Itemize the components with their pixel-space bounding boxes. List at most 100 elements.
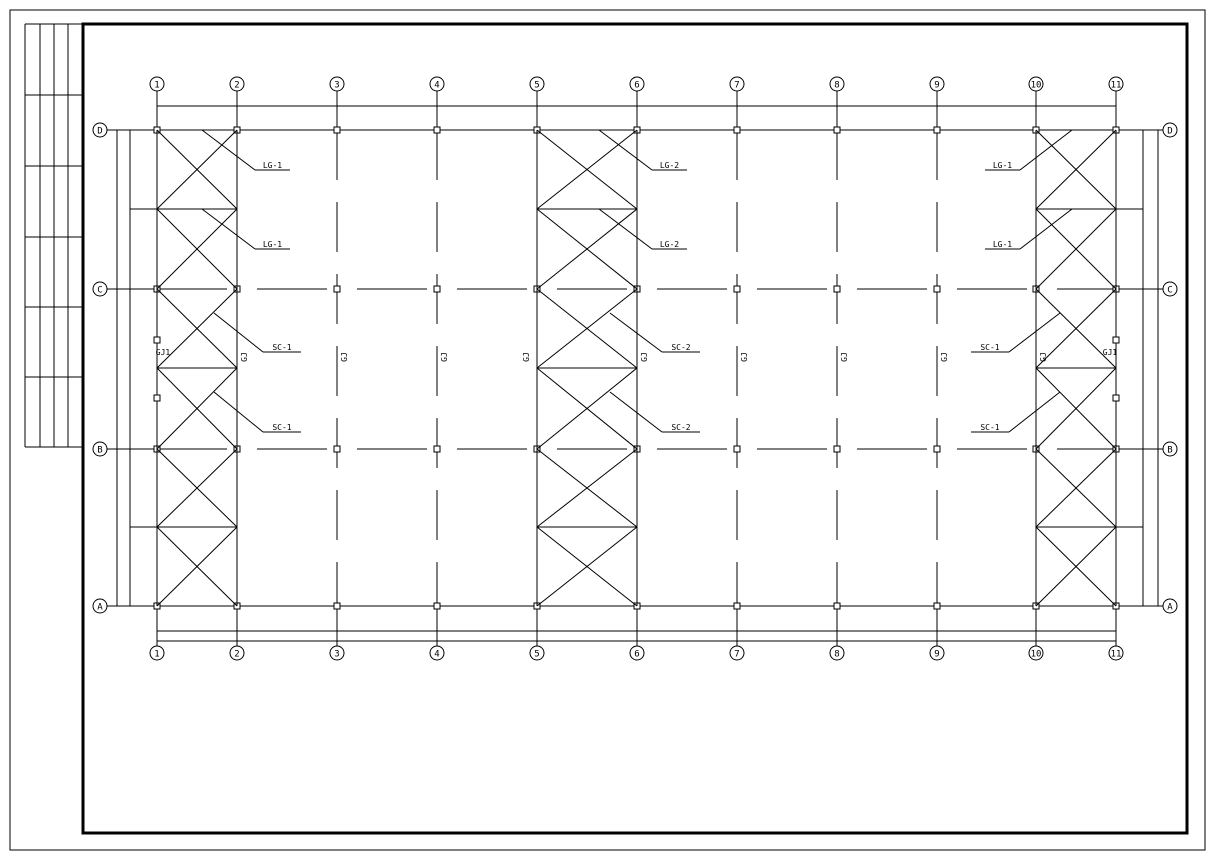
column-marker — [933, 285, 941, 293]
axis-label-D: D — [97, 127, 102, 137]
column-marker — [933, 602, 941, 610]
axis-label-7: 7 — [734, 81, 739, 91]
label-sc-2: SC-2 — [671, 423, 690, 432]
bracing-diagonal — [156, 526, 238, 607]
column-marker — [333, 602, 341, 610]
column-marker — [833, 126, 841, 134]
bracing-diagonal — [156, 288, 238, 369]
axis-label-9: 9 — [934, 650, 939, 660]
bracing-diagonal — [156, 129, 238, 210]
label-lg-1: LG-1 — [993, 161, 1012, 170]
column-marker — [333, 285, 341, 293]
axis-label-C: C — [1167, 286, 1172, 296]
bracing-diagonal — [156, 448, 238, 528]
label-lg-2-leader — [598, 208, 653, 250]
column-marker — [933, 126, 941, 134]
label-gj: GJ — [1039, 352, 1048, 362]
label-gj: GJ — [522, 352, 531, 362]
bracing-diagonal — [156, 367, 238, 450]
drawing-frame — [81, 22, 1189, 835]
axis-label-6: 6 — [634, 81, 639, 91]
axis-label-D: D — [1167, 127, 1172, 137]
column-marker — [733, 445, 741, 453]
bracing-diagonal — [536, 448, 638, 528]
axis-label-8: 8 — [834, 650, 839, 660]
axis-label-C: C — [97, 286, 102, 296]
label-gj1: GJ1 — [156, 348, 171, 357]
label-gj: GJ — [340, 352, 349, 362]
bracing-diagonal — [536, 129, 638, 210]
wind-column-marker — [1112, 336, 1120, 344]
bracing-diagonal — [536, 288, 638, 369]
axis-label-9: 9 — [934, 81, 939, 91]
label-lg-1: LG-1 — [993, 240, 1012, 249]
axis-label-A: A — [97, 603, 103, 613]
column-marker — [733, 126, 741, 134]
label-gj: GJ — [740, 352, 749, 362]
column-marker — [433, 126, 441, 134]
label-lg-2: LG-2 — [660, 161, 679, 170]
label-sc-2-leader — [609, 312, 663, 353]
bracing-diagonal — [1035, 448, 1117, 528]
axis-label-10: 10 — [1031, 81, 1042, 91]
label-sc-1: SC-1 — [272, 423, 291, 432]
column-marker — [833, 602, 841, 610]
axis-label-3: 3 — [334, 650, 339, 660]
column-marker — [433, 445, 441, 453]
label-sc-2-leader — [609, 391, 663, 433]
column-marker — [733, 285, 741, 293]
axis-label-11: 11 — [1111, 81, 1122, 91]
bracing-diagonal — [1035, 367, 1117, 450]
label-gj: GJ — [240, 352, 249, 362]
column-marker — [333, 126, 341, 134]
axis-label-7: 7 — [734, 650, 739, 660]
axis-label-1: 1 — [154, 81, 159, 91]
label-lg-2: LG-2 — [660, 240, 679, 249]
label-lg-1-leader — [1019, 129, 1073, 171]
column-marker — [833, 445, 841, 453]
label-sc-2: SC-2 — [671, 343, 690, 352]
axis-label-5: 5 — [534, 81, 539, 91]
label-gj: GJ — [840, 352, 849, 362]
bracing-diagonal — [156, 208, 238, 290]
column-marker — [433, 602, 441, 610]
bracing-diagonal — [536, 367, 638, 450]
axis-label-2: 2 — [234, 81, 239, 91]
axis-label-8: 8 — [834, 81, 839, 91]
label-gj: GJ — [940, 352, 949, 362]
label-lg-1-leader — [201, 129, 256, 171]
axis-label-4: 4 — [434, 650, 439, 660]
label-sc-1-leader — [1008, 312, 1061, 353]
label-lg-2-leader — [598, 129, 653, 171]
bracing-diagonal — [1035, 288, 1117, 369]
label-sc-1-leader — [213, 312, 264, 353]
bracing-diagonal — [536, 208, 638, 290]
label-lg-1-leader — [201, 208, 256, 250]
axis-label-1: 1 — [154, 650, 159, 660]
wind-column-marker — [1112, 394, 1120, 402]
label-sc-1: SC-1 — [980, 423, 999, 432]
label-sc-1-leader — [1008, 391, 1061, 433]
wind-column-marker — [153, 336, 161, 344]
label-sc-1-leader — [213, 391, 264, 433]
bracing-diagonal — [1035, 526, 1117, 607]
label-gj1: GJ1 — [1103, 348, 1118, 357]
column-marker — [933, 445, 941, 453]
column-marker — [433, 285, 441, 293]
column-marker — [333, 445, 341, 453]
outer-border — [9, 9, 1206, 851]
axis-label-2: 2 — [234, 650, 239, 660]
label-sc-1: SC-1 — [272, 343, 291, 352]
axis-label-6: 6 — [634, 650, 639, 660]
bracing-diagonal — [536, 526, 638, 607]
label-lg-1-leader — [1019, 208, 1073, 250]
wind-column-marker — [153, 394, 161, 402]
column-marker — [733, 602, 741, 610]
axis-label-5: 5 — [534, 650, 539, 660]
axis-label-B: B — [1167, 446, 1172, 456]
axis-label-A: A — [1167, 603, 1173, 613]
bracing-diagonal — [1035, 129, 1117, 210]
label-lg-1: LG-1 — [263, 161, 282, 170]
axis-label-3: 3 — [334, 81, 339, 91]
